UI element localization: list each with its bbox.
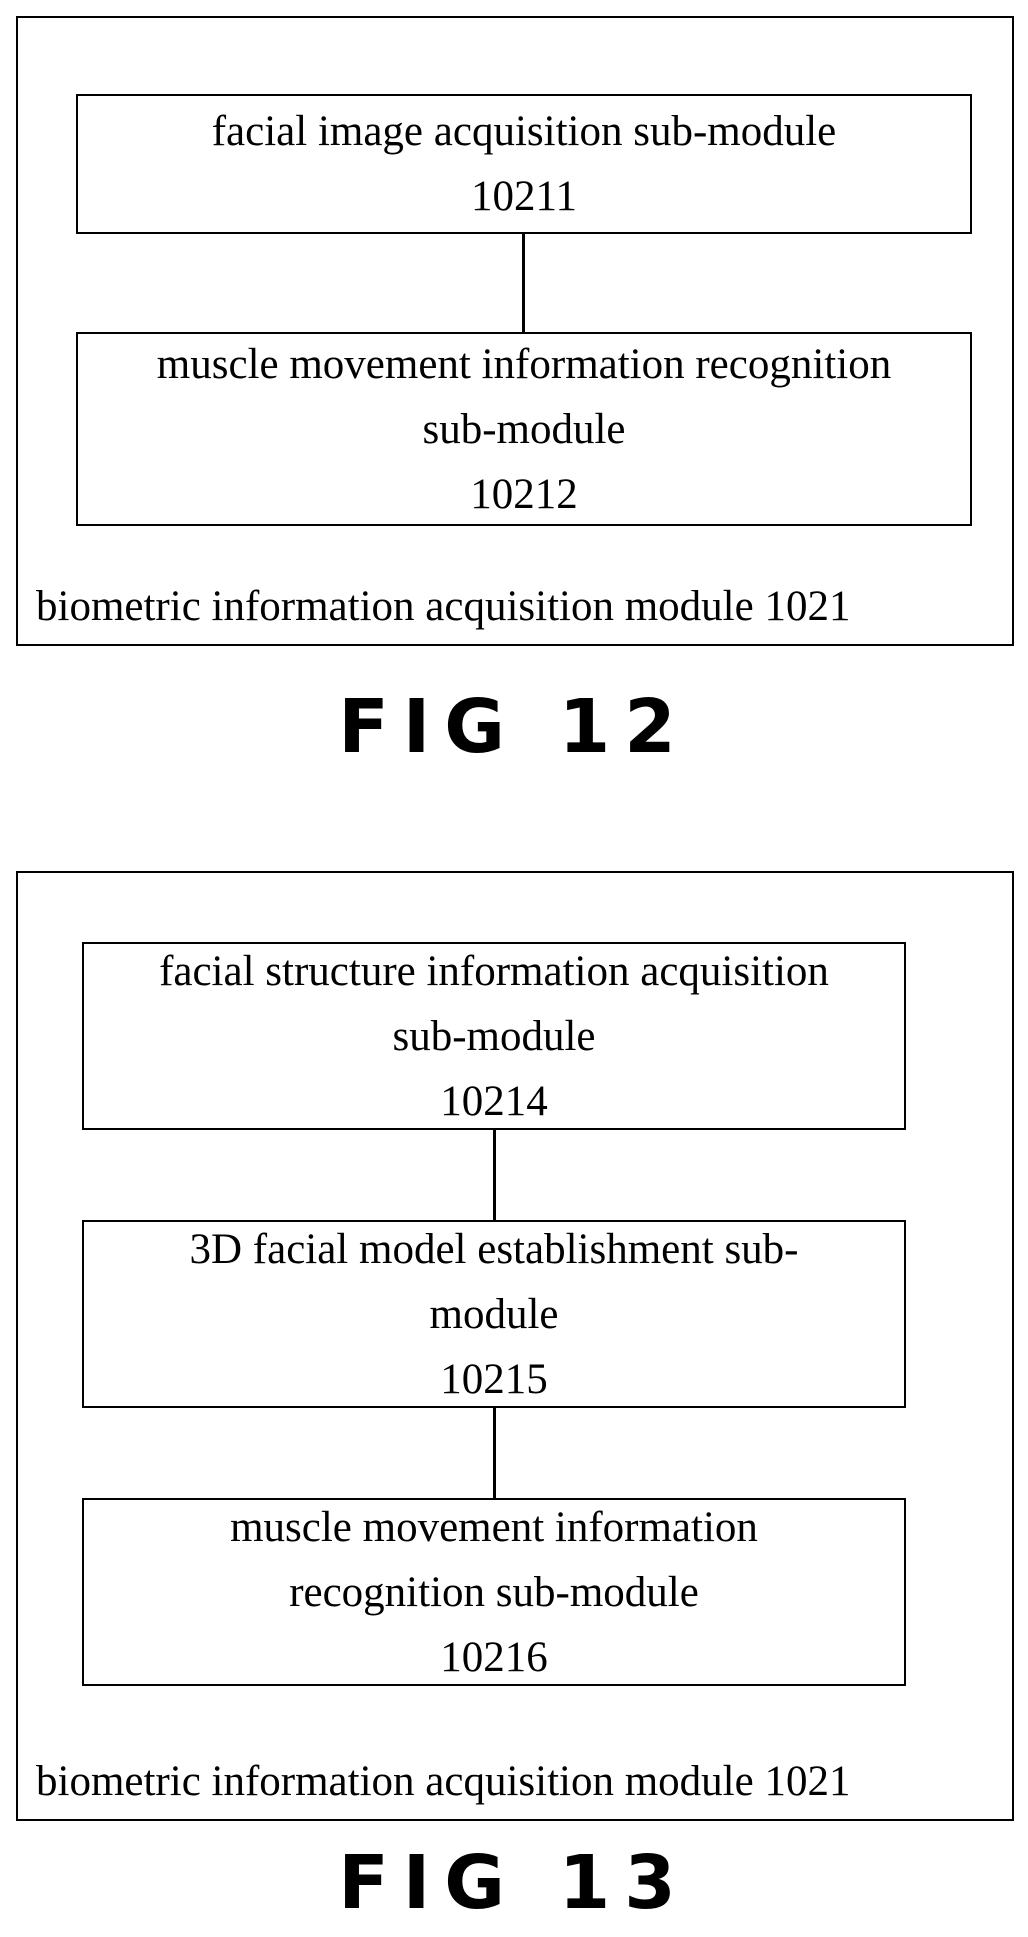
fig12-module-label: biometric information acquisition module… — [36, 582, 850, 632]
box-line: recognition sub-module — [289, 1560, 699, 1625]
fig13-connector-line-2 — [493, 1408, 496, 1498]
box-ref-number: 10214 — [440, 1069, 548, 1134]
fig12-caption: FIG 12 — [0, 682, 1028, 772]
fig13-connector-line-1 — [493, 1130, 496, 1220]
box-line: sub-module — [422, 397, 625, 462]
box-line: facial image acquisition sub-module — [212, 99, 837, 164]
box-ref-number: 10216 — [440, 1625, 548, 1690]
box-ref-number: 10211 — [471, 164, 577, 229]
box-line: muscle movement information recognition — [157, 332, 891, 397]
box-ref-number: 10212 — [470, 462, 578, 527]
box-line: 3D facial model establishment sub- — [189, 1217, 798, 1282]
fig13-3d-facial-model-box: 3D facial model establishment sub- modul… — [82, 1220, 906, 1408]
fig13-caption: FIG 13 — [0, 1838, 1028, 1928]
fig13-facial-structure-acquisition-box: facial structure information acquisition… — [82, 942, 906, 1130]
box-ref-number: 10215 — [440, 1347, 548, 1412]
fig12-muscle-movement-recognition-box: muscle movement information recognition … — [76, 332, 972, 526]
box-line: muscle movement information — [230, 1495, 758, 1560]
box-line: facial structure information acquisition — [159, 939, 829, 1004]
fig12-connector-line — [522, 234, 525, 332]
fig13-muscle-movement-recognition-box: muscle movement information recognition … — [82, 1498, 906, 1686]
box-line: module — [430, 1282, 559, 1347]
fig13-module-label: biometric information acquisition module… — [36, 1757, 850, 1807]
fig12-facial-image-acquisition-box: facial image acquisition sub-module 1021… — [76, 94, 972, 234]
box-line: sub-module — [392, 1004, 595, 1069]
